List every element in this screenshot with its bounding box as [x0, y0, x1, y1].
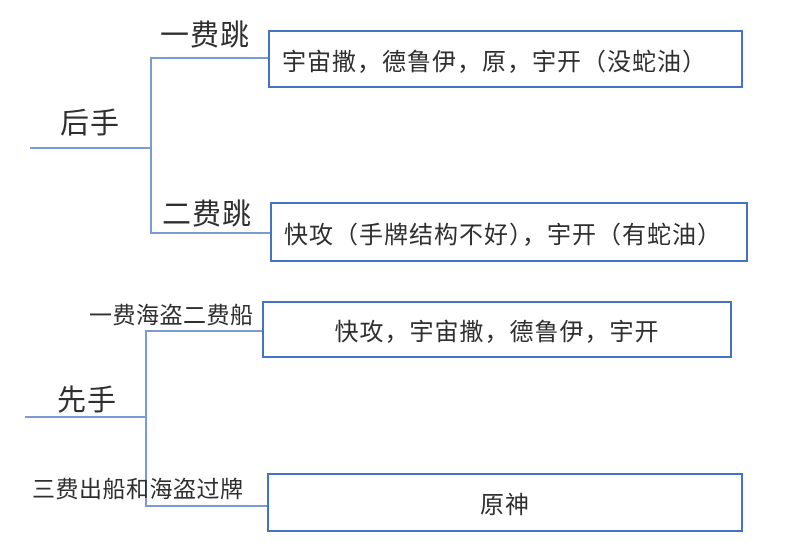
connector-branch-two-cost-jump [150, 232, 270, 234]
result-box-ship-pirate-draw: 原神 [267, 473, 743, 532]
connector-first-player-trunk [145, 330, 147, 507]
connector-second-player-underline [30, 147, 152, 149]
connector-branch-one-cost-jump [150, 57, 268, 59]
result-box-one-cost-jump-text: 宇宙撒，德鲁伊，原，宇开（没蛇油） [282, 48, 707, 76]
connector-branch-ship-pirate-draw [145, 505, 267, 507]
connector-second-player-trunk [150, 57, 152, 234]
result-box-one-cost-jump: 宇宙撒，德鲁伊，原，宇开（没蛇油） [268, 30, 743, 88]
connector-first-player-underline [25, 416, 147, 418]
result-box-two-cost-jump: 快攻（手牌结构不好），宇开（有蛇油） [270, 202, 748, 262]
branch-label-ship-pirate-draw: 三费出船和海盗过牌 [32, 476, 244, 502]
branch-label-pirate-ship: 一费海盗二费船 [89, 302, 254, 328]
connector-branch-pirate-ship [145, 330, 262, 332]
branch-label-two-cost-jump: 二费跳 [162, 199, 253, 231]
branch-label-one-cost-jump: 一费跳 [160, 20, 251, 52]
result-box-pirate-ship: 快攻，宇宙撒，德鲁伊，宇开 [262, 301, 732, 358]
node-label-first-player: 先手 [57, 385, 118, 417]
node-label-second-player: 后手 [60, 108, 121, 140]
result-box-pirate-ship-text: 快攻，宇宙撒，德鲁伊，宇开 [334, 319, 660, 346]
result-box-ship-pirate-draw-text: 原神 [480, 492, 530, 519]
result-box-two-cost-jump-text: 快攻（手牌结构不好），宇开（有蛇油） [284, 221, 722, 249]
